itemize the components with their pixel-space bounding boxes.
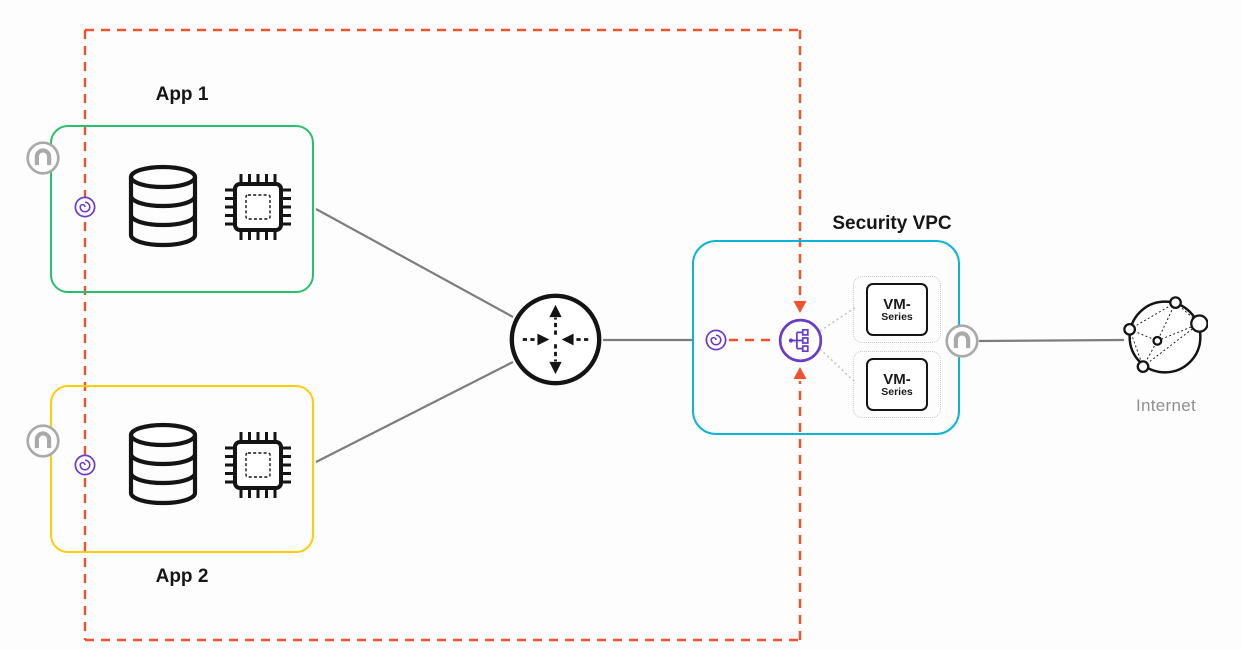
gateway-spiral-icon [74,454,96,481]
app1-label: App 1 [155,84,209,105]
vm2-subnet-dotted-outline [853,351,941,418]
vm-series-node: VM- Series [866,283,928,336]
link-app2-transit-gateway [315,361,514,463]
internet-globe-icon [1122,294,1209,385]
vm1-subnet-dotted-outline [853,276,941,343]
inspection-flow-dashed-path [83,28,802,642]
link-firewall-vm2 [819,348,857,384]
app2-label: App 2 [155,566,209,587]
app1-vpc-box [50,125,314,293]
database-icon [124,164,202,253]
transit-gateway-icon [508,292,603,392]
vm-series-label: VM- [883,295,911,313]
link-app1-transit-gateway [315,208,514,318]
cpu-chip-icon [219,168,297,251]
app2-vpc-box [50,385,314,553]
vm-series-sublabel: Series [881,310,913,323]
flow-arrow-down-icon [793,301,807,313]
vm-series-label: VM- [883,370,911,388]
link-security-vpc-internet [978,338,1125,343]
gateway-spiral-icon [705,329,727,356]
flow-arrow-up-icon [793,367,807,379]
peering-horseshoe-icon [26,141,60,180]
vm-series-sublabel: Series [881,385,913,398]
vm-series-node: VM- Series [866,358,928,411]
gateway-spiral-icon [74,196,96,223]
security-vpc-label: Security VPC [832,213,952,234]
firewall-icon [777,317,824,369]
cpu-chip-icon [219,426,297,509]
link-firewall-vm1 [819,306,857,332]
peering-horseshoe-icon [945,324,979,363]
peering-horseshoe-icon [26,424,60,463]
database-icon [124,422,202,511]
internet-label: Internet [1135,396,1197,415]
